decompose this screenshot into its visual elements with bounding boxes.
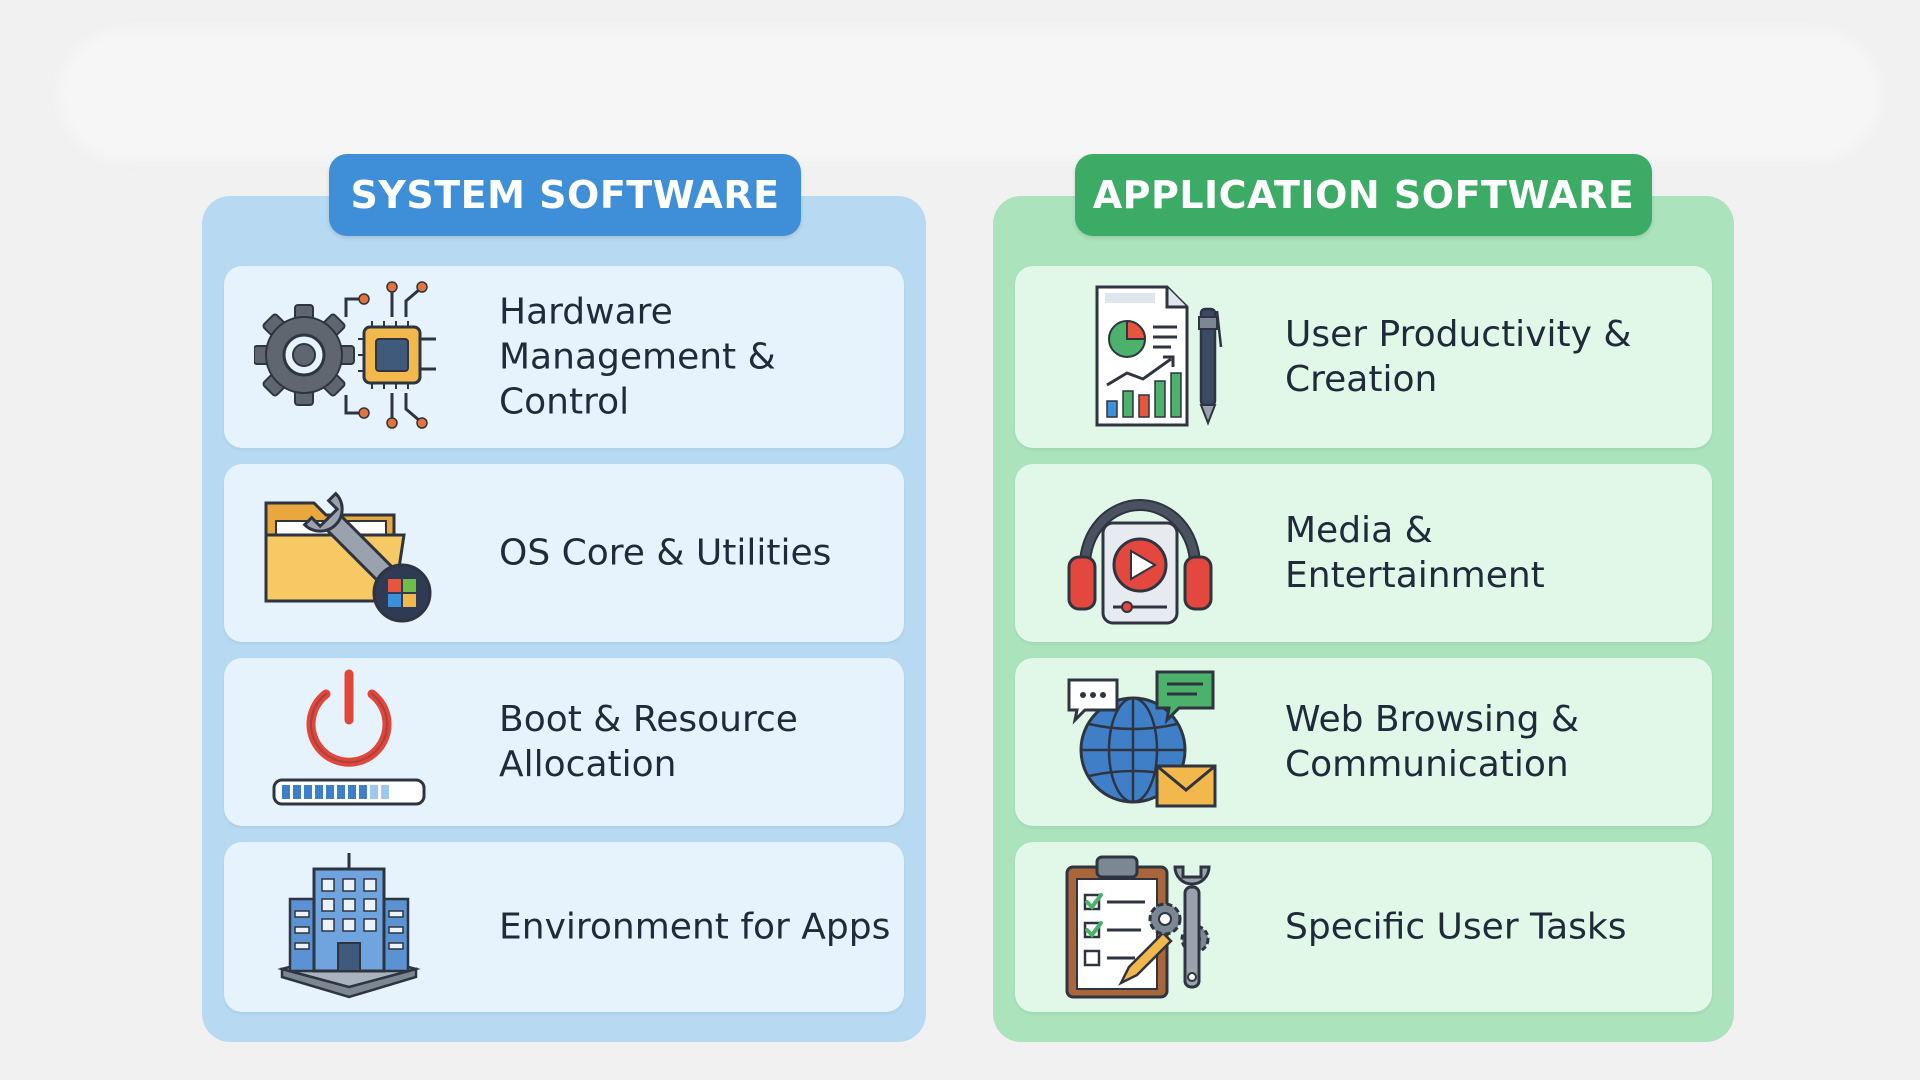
system-item-os-core: OS Core & Utilities: [224, 464, 904, 642]
top-banner-background: [60, 30, 1880, 160]
item-label: Environment for Apps: [499, 906, 891, 948]
item-label: Media & Entertainment: [1285, 510, 1545, 596]
system-item-hardware: Hardware Management & Control: [224, 266, 904, 448]
clipboard-tools-icon: [1045, 847, 1235, 1007]
application-software-title: APPLICATION SOFTWARE: [1075, 154, 1652, 236]
folder-wrench-icon: [254, 473, 444, 633]
item-label: Specific User Tasks: [1285, 906, 1627, 948]
app-item-media: Media & Entertainment: [1015, 464, 1712, 642]
power-progress-icon: [254, 662, 444, 822]
building-platform-icon: [254, 847, 444, 1007]
application-software-panel: APPLICATION SOFTWARE: [993, 154, 1734, 1042]
item-label: Web Browsing & Communication: [1285, 699, 1580, 785]
system-software-panel: SYSTEM SOFTWARE: [202, 154, 926, 1042]
item-label: Boot & Resource Allocation: [499, 699, 798, 785]
globe-chat-mail-icon: [1045, 662, 1235, 822]
headphones-play-icon: [1045, 473, 1235, 633]
item-label: User Productivity & Creation: [1285, 314, 1632, 400]
app-item-web: Web Browsing & Communication: [1015, 658, 1712, 826]
item-label: OS Core & Utilities: [499, 532, 832, 574]
item-label: Hardware Management & Control: [499, 291, 776, 423]
gear-chip-icon: [253, 277, 444, 437]
app-item-specific-tasks: Specific User Tasks: [1015, 842, 1712, 1012]
app-item-productivity: User Productivity & Creation: [1015, 266, 1712, 448]
document-chart-pen-icon: [1045, 277, 1235, 437]
system-software-title: SYSTEM SOFTWARE: [329, 154, 801, 236]
system-item-environment: Environment for Apps: [224, 842, 904, 1012]
system-item-boot: Boot & Resource Allocation: [224, 658, 904, 826]
